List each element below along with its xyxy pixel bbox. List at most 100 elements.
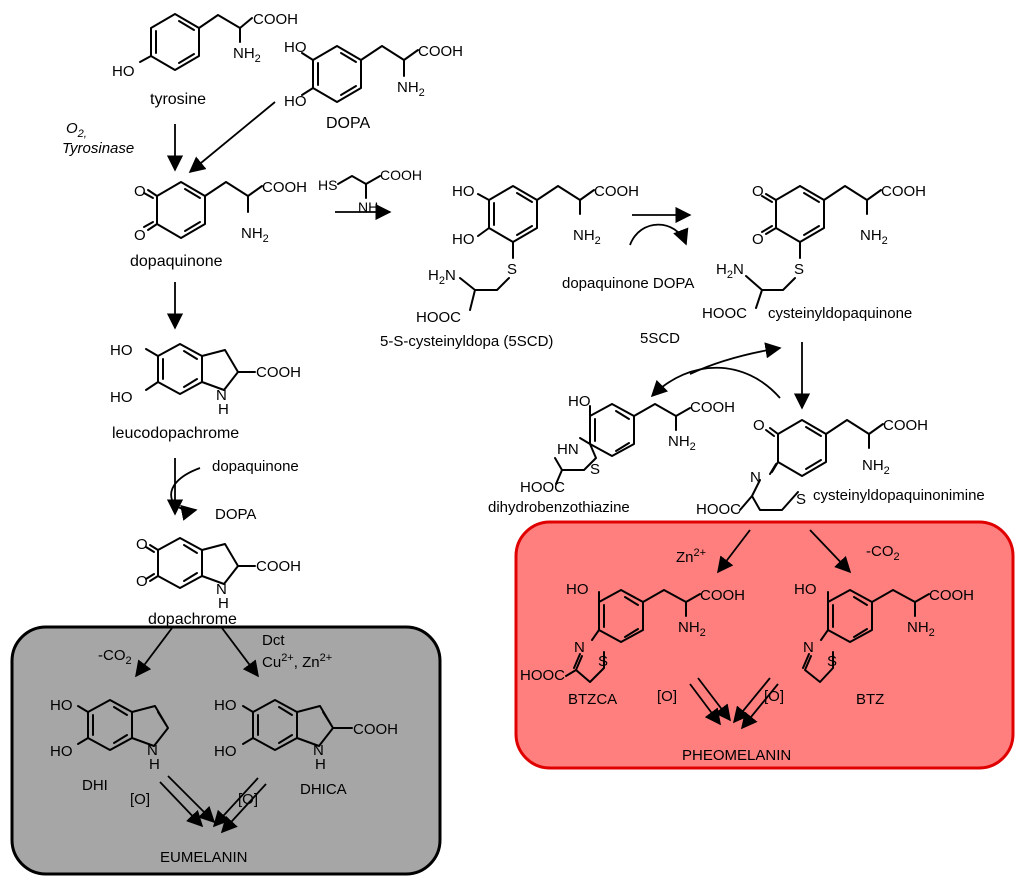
- dopaquinone-cooh: COOH: [262, 179, 307, 196]
- leucodopachrome-cooh: COOH: [256, 364, 301, 381]
- dopaquinone-nh2: NH2: [241, 225, 269, 245]
- dopaquinone-label: dopaquinone: [130, 253, 223, 270]
- btz-s: S: [827, 653, 837, 670]
- dihydrobenzothiazine-oh: HO: [568, 393, 591, 410]
- cysteine-addition-step: HS COOH NH2: [318, 167, 422, 221]
- zn-label: Zn2+: [676, 547, 706, 566]
- btz-label: BTZ: [856, 691, 884, 708]
- dopa-ho-top: HO: [284, 39, 307, 56]
- cysteinyldopaquinone-label: cysteinyldopaquinone: [768, 305, 912, 322]
- dopa-cooh: COOH: [418, 43, 463, 60]
- btz-structure: HO COOH NH2 N S BTZ: [794, 581, 974, 708]
- eumelanin-label: EUMELANIN: [160, 849, 248, 866]
- dopa-label: DOPA: [326, 115, 370, 132]
- redox-swap-label: dopaquinone DOPA: [562, 275, 694, 292]
- btzca-n: N: [574, 639, 585, 656]
- leucodopachrome-ho-bottom: HO: [110, 389, 133, 406]
- dhica-ho-top: HO: [214, 697, 237, 714]
- dopachrome-branches: -CO2 Dct Cu2+, Zn2+: [98, 627, 332, 678]
- dhica-h: H: [315, 756, 326, 773]
- tyrosinase-step: O2, Tyrosinase: [62, 101, 276, 174]
- cysteinyldopaquinone-hooc: HOOC: [702, 305, 747, 322]
- btzca-cooh: COOH: [700, 587, 745, 604]
- dopachrome-h: H: [218, 595, 229, 612]
- leucodopachrome-h: H: [218, 401, 229, 418]
- dihydrobenzothiazine-nh2: NH2: [668, 433, 696, 453]
- cysteine-nh2: NH2: [358, 199, 384, 219]
- cysteinyldopaquinone-nh2: NH2: [860, 227, 888, 247]
- quinonimine-cooh: COOH: [883, 417, 928, 434]
- cu-zn-label: Cu2+, Zn2+: [262, 652, 332, 671]
- quinonimine-n: N: [750, 469, 761, 486]
- dihydrobenzothiazine-label: dihydrobenzothiazine: [488, 499, 630, 516]
- btz-cooh: COOH: [929, 587, 974, 604]
- dihydrobenzothiazine-cooh: COOH: [690, 399, 735, 416]
- tyrosine-label: tyrosine: [150, 91, 206, 108]
- dhica-structure: HO HO COOH N H DHICA: [214, 697, 398, 798]
- dopachrome-label: dopachrome: [148, 611, 237, 628]
- dhica-cooh: COOH: [353, 721, 398, 738]
- leucodopachrome-structure: HO HO COOH N H leucodopachrome: [110, 342, 301, 442]
- redox-dopaquinone: dopaquinone: [212, 458, 299, 475]
- tyrosine-ho: HO: [112, 63, 135, 80]
- quinonimine-o: O: [753, 417, 765, 434]
- btz-n: N: [803, 639, 814, 656]
- btzca-label: BTZCA: [568, 691, 617, 708]
- scd-ho-top: HO: [452, 183, 475, 200]
- pheomelanin-oxidation: [O] [O] PHEOMELANIN: [657, 677, 791, 764]
- btzca-hooc: HOOC: [520, 667, 565, 684]
- tyrosine-nh2: NH2: [233, 45, 261, 65]
- leucodopachrome-label: leucodopachrome: [112, 425, 239, 442]
- oxid-label-eu-left: [O]: [130, 791, 150, 808]
- cysteinyldopaquinone-structure: O O COOH NH2 S H2N HOOC cysteinyldopaqui…: [702, 183, 926, 322]
- dct-label: Dct: [262, 632, 285, 649]
- leucodopachrome-ho-top: HO: [110, 342, 133, 359]
- dopaquinone-o-top: O: [134, 183, 146, 200]
- dopa-nh2: NH2: [397, 79, 425, 99]
- eumelanin-oxidation: [O] [O] EUMELANIN: [130, 775, 267, 866]
- o2-label: O2,: [66, 120, 87, 140]
- btz-oh: HO: [794, 581, 817, 598]
- dhi-structure: HO HO N H DHI: [50, 697, 169, 794]
- scd-ho-bottom: HO: [452, 231, 475, 248]
- dhi-h: H: [149, 756, 160, 773]
- btzca-oh: HO: [566, 581, 589, 598]
- dhi-ho-bottom: HO: [50, 743, 73, 760]
- quinonimine-hooc: HOOC: [696, 501, 741, 518]
- cysteinyldopaquinone-s: S: [794, 261, 804, 278]
- cysteinyldopaquinone-o-bottom: O: [752, 231, 764, 248]
- cysteinyldopaquinone-cooh: COOH: [881, 183, 926, 200]
- leucodopachrome-n: N: [216, 387, 227, 404]
- cysteine-hs: HS: [318, 177, 337, 193]
- scd-label: 5-S-cysteinyldopa (5SCD): [380, 333, 553, 350]
- dihydrobenzothiazine-hn: HN: [557, 441, 579, 458]
- cysteinyldopaquinonimine-structure: O COOH NH2 N S HOOC cysteinyldopaquinoni…: [696, 417, 985, 518]
- scd-h2n: H2N: [428, 267, 456, 287]
- dihydrobenzothiazine-s: S: [590, 461, 600, 478]
- dopaquinone-structure: O O COOH NH2 dopaquinone: [130, 179, 307, 270]
- dhica-label: DHICA: [300, 781, 347, 798]
- btzca-structure: HO COOH NH2 N S HOOC BTZCA: [520, 581, 745, 708]
- dihydrobenzothiazine-structure: HO COOH NH2 HN S HOOC dihydrobenzothiazi…: [488, 393, 735, 516]
- quinonimine-nh2: NH2: [862, 457, 890, 477]
- dopachrome-o-bottom: O: [136, 573, 148, 590]
- dihydrobenzothiazine-hooc: HOOC: [520, 479, 565, 496]
- dopachrome-o-top: O: [136, 536, 148, 553]
- decarboxylation-label-right: -CO2: [866, 543, 900, 563]
- dhica-ho-bottom: HO: [214, 743, 237, 760]
- oxid-label-pheo-right: [O]: [764, 688, 784, 705]
- scd-cooh: COOH: [594, 183, 639, 200]
- tyrosine-structure: HO COOH NH2 tyrosine: [112, 11, 298, 108]
- scd-short-label: 5SCD: [640, 330, 680, 347]
- dopa-ho-bottom: HO: [284, 93, 307, 110]
- btz-nh2: NH2: [907, 619, 935, 639]
- pheomelanin-label: PHEOMELANIN: [682, 747, 791, 764]
- scd-nh2: NH2: [573, 227, 601, 247]
- tyrosinase-label: Tyrosinase: [62, 140, 134, 157]
- scd-hooc: HOOC: [416, 309, 461, 326]
- cysteinyldopaquinone-o-top: O: [752, 183, 764, 200]
- dopaquinone-o-bottom: O: [134, 227, 146, 244]
- quinonimine-s: S: [796, 491, 806, 508]
- tyrosine-cooh: COOH: [253, 11, 298, 28]
